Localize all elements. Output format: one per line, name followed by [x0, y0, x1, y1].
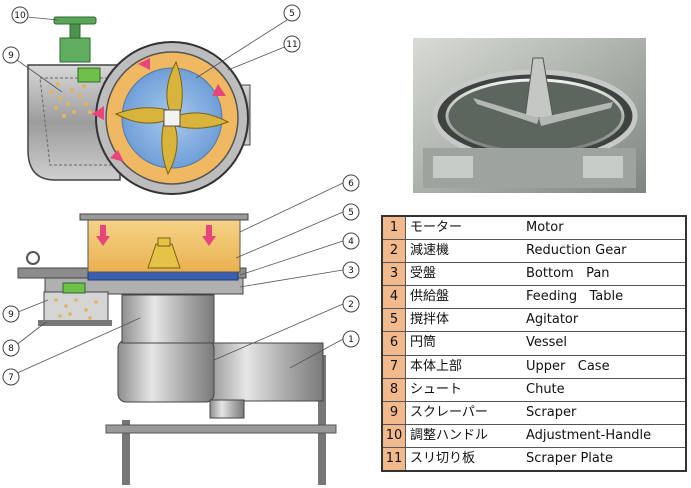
part-name-japanese: 撹拌体 — [405, 308, 514, 333]
svg-text:7: 7 — [8, 373, 14, 383]
svg-text:4: 4 — [348, 237, 354, 247]
callout-4: 4 — [342, 232, 360, 250]
callout-11: 11 — [283, 35, 301, 53]
part-name-english: Vessel — [514, 331, 687, 356]
machine-photo — [413, 38, 646, 193]
motor-body — [204, 342, 324, 402]
svg-text:1: 1 — [348, 335, 354, 345]
part-name-english: Scraper — [514, 400, 687, 425]
svg-text:5: 5 — [289, 9, 295, 19]
svg-text:5: 5 — [348, 208, 354, 218]
part-number: 8 — [381, 377, 406, 402]
chute-box — [43, 291, 109, 323]
callout-9-side: 9 — [2, 305, 20, 323]
part-name-japanese: 受盤 — [405, 262, 514, 287]
part-name-japanese: 減速機 — [405, 239, 514, 264]
adjustment-handle-knob — [53, 16, 97, 25]
svg-text:6: 6 — [348, 179, 354, 189]
top-view-diagram: 10 9 5 11 — [2, 4, 301, 195]
part-name-japanese: 調整ハンドル — [405, 423, 514, 448]
part-number: 11 — [381, 446, 406, 472]
part-name-japanese: シュート — [405, 377, 514, 402]
adjustment-handle-base — [59, 37, 91, 63]
scraper-block — [77, 67, 101, 83]
callout-3: 3 — [342, 261, 360, 279]
callout-1: 1 — [342, 330, 360, 348]
callout-9: 9 — [2, 46, 20, 64]
powder-particles — [50, 82, 92, 118]
part-name-japanese: 供給盤 — [405, 285, 514, 310]
part-name-english: Reduction Gear — [514, 239, 687, 264]
callout-6: 6 — [342, 174, 360, 192]
part-name-japanese: 円筒 — [405, 331, 514, 356]
part-name-japanese: スクレーパー — [405, 400, 514, 425]
part-number: 4 — [381, 285, 406, 310]
svg-text:11: 11 — [286, 40, 297, 50]
callout-8: 8 — [2, 339, 20, 357]
agitator-cone — [147, 243, 181, 269]
part-number: 5 — [381, 308, 406, 333]
part-number: 7 — [381, 354, 406, 379]
part-number: 1 — [381, 215, 406, 241]
part-number: 3 — [381, 262, 406, 287]
part-number: 10 — [381, 423, 406, 448]
part-name-japanese: スリ切り板 — [405, 446, 514, 472]
part-name-english: Scraper Plate — [514, 446, 687, 472]
svg-text:3: 3 — [348, 266, 354, 276]
part-name-english: Bottom Pan — [514, 262, 687, 287]
part-name-english: Upper Case — [514, 354, 687, 379]
part-number: 9 — [381, 400, 406, 425]
callout-2: 2 — [342, 295, 360, 313]
part-name-english: Feeding Table — [514, 285, 687, 310]
part-name-english: Motor — [514, 215, 687, 241]
callout-10: 10 — [11, 6, 29, 24]
part-name-english: Agitator — [514, 308, 687, 333]
feeding-table — [87, 271, 239, 281]
part-number: 6 — [381, 331, 406, 356]
svg-text:9: 9 — [8, 310, 14, 320]
part-name-english: Chute — [514, 377, 687, 402]
callout-5: 5 — [283, 4, 301, 22]
callout-7: 7 — [2, 368, 20, 386]
part-name-english: Adjustment-Handle — [514, 423, 687, 448]
part-name-japanese: 本体上部 — [405, 354, 514, 379]
callout-5-side: 5 — [342, 203, 360, 221]
scraper-green — [62, 282, 86, 294]
svg-text:10: 10 — [14, 11, 26, 21]
part-number: 2 — [381, 239, 406, 264]
part-name-japanese: モーター — [405, 215, 514, 241]
chute-housing — [27, 64, 121, 181]
side-view-diagram: 6 5 4 3 2 1 9 8 7 — [2, 174, 360, 485]
svg-text:8: 8 — [8, 344, 14, 354]
agitator — [114, 60, 230, 176]
svg-text:2: 2 — [348, 300, 354, 310]
reduction-gear — [117, 339, 215, 403]
flow-arrows — [92, 58, 226, 162]
upper-case-column — [121, 294, 215, 344]
svg-text:9: 9 — [8, 51, 14, 61]
